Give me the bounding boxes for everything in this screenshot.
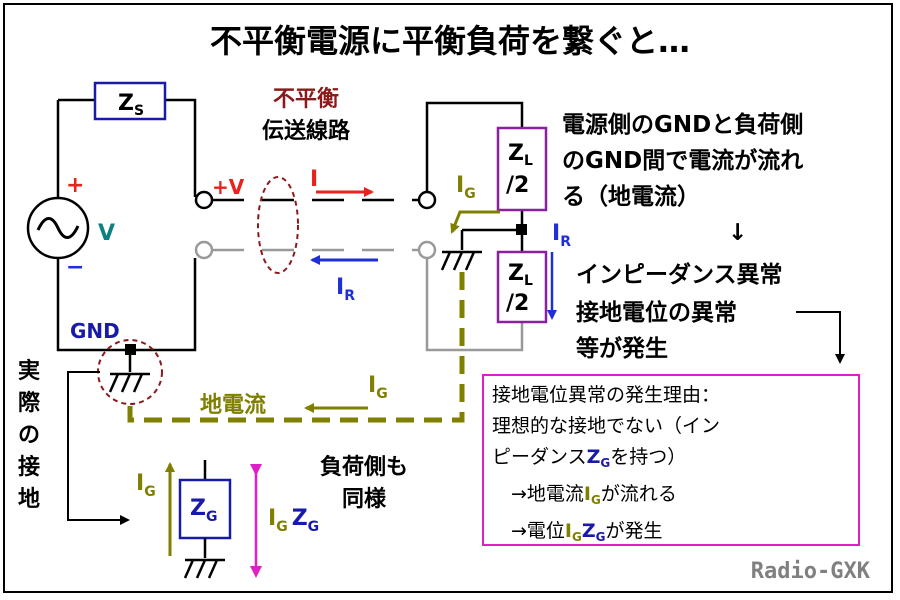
zl-bottom-half: /2	[506, 291, 529, 316]
note-line-5-text-a: →電位	[492, 520, 565, 542]
zl-top-half: /2	[506, 173, 529, 198]
page-title: 不平衡電源に平衡負荷を繋ぐと…	[210, 22, 690, 60]
explain-to-note-arrow	[796, 311, 845, 364]
zl-bottom-label: ZL	[508, 261, 533, 289]
current-i-label: I	[310, 167, 318, 192]
explain-line-1: 電源側のGNDと負荷側	[562, 111, 803, 138]
plus-v-label: +V	[212, 175, 245, 199]
explain-line-4: インピーダンス異常	[576, 261, 783, 288]
note-line-4-i: I	[583, 483, 591, 505]
explain-line-3: る（地電流）	[562, 183, 700, 210]
zs-label: ZS	[118, 91, 144, 119]
gnd-label: GND	[70, 319, 120, 343]
source-hot-terminal	[194, 190, 214, 210]
load-same-line2: 同様	[342, 486, 387, 512]
line-label-unbalanced: 不平衡	[273, 86, 339, 112]
watermark: Radio-GXK	[751, 559, 871, 584]
sine-wave-icon	[36, 217, 80, 239]
load-same-line1: 負荷側も	[320, 454, 408, 480]
load-hot-terminal	[417, 190, 437, 210]
note-line-3-z-sub: G	[600, 456, 611, 470]
note-line-3-z: Z	[586, 446, 601, 468]
explain-line-6: 等が発生	[576, 335, 668, 362]
zs-impedance-box	[93, 81, 167, 121]
zl-top-label: ZL	[508, 141, 533, 169]
note-box: 接地電位異常の発生理由： 理想的な接地でない（イン ピーダンスZGを持つ） →地…	[482, 374, 860, 546]
ground-model-ig-label: IG	[136, 471, 156, 500]
zg-impedance-box	[178, 478, 232, 540]
note-line-3-text-b: を持つ）	[610, 446, 687, 468]
explain-line-2: のGND間で電流が流れ	[562, 147, 803, 174]
source-ground-icon	[108, 350, 150, 393]
ground-current-label: 地電流	[200, 392, 266, 418]
note-line-2: 理想的な接地でない（イン	[492, 415, 721, 437]
zg-label: ZG	[190, 496, 217, 525]
note-line-5-i-sub: G	[572, 530, 582, 544]
real-ground-char-2: 際	[18, 390, 41, 416]
real-ground-char-1: 実	[18, 358, 40, 384]
note-line-5-i: I	[564, 520, 572, 542]
real-ground-char-4: 接	[18, 455, 40, 480]
note-line-3: ピーダンスZGを持つ）	[492, 442, 850, 479]
ground-current-ig-label: IG	[368, 373, 388, 402]
line-label-transmission: 伝送線路	[262, 118, 351, 144]
note-line-5-z-sub: G	[595, 530, 606, 544]
gnd-node	[125, 344, 136, 355]
explanation-block: 電源側のGNDと負荷側 のGND間で電流が流れ る（地電流） ↓ インピーダンス…	[562, 111, 803, 362]
real-ground-char-5: 地	[18, 487, 40, 512]
note-line-5-text-b: が発生	[605, 520, 663, 542]
load-ir-label: IR	[552, 221, 571, 250]
ground-current-path	[127, 272, 465, 423]
source-plus-sign: +	[66, 173, 84, 198]
load-ground-icon	[440, 228, 522, 271]
note-line-5: →電位IGZGが発生	[492, 516, 850, 553]
load-ig-arrow	[450, 210, 500, 234]
load-return-terminal	[417, 240, 437, 260]
source-minus-sign: −	[66, 255, 84, 280]
note-line-4-text-a: →地電流	[492, 483, 584, 505]
current-ir-label: IR	[336, 275, 355, 304]
note-line-1: 接地電位異常の発生理由：	[492, 384, 721, 406]
note-line-4: →地電流IGが流れる	[492, 479, 850, 516]
real-ground-label: 実 際 の 接 地	[18, 358, 41, 512]
load-ig-label: IG	[456, 173, 476, 202]
transmission-line	[212, 198, 420, 252]
ground-model	[178, 460, 232, 579]
line-cross-section-circle	[257, 176, 299, 274]
note-line-4-i-sub: G	[591, 493, 601, 507]
zl-half-bottom-box	[496, 250, 548, 324]
explain-line-5: 接地電位の異常	[576, 299, 737, 326]
note-line-5-z: Z	[581, 520, 596, 542]
note-line-3-text-a: ピーダンス	[492, 446, 587, 468]
source-return-terminal	[194, 240, 214, 260]
source-voltage-label: V	[98, 221, 115, 246]
explain-down-arrow: ↓	[728, 220, 747, 246]
note-line-4-text-b: が流れる	[600, 483, 677, 505]
real-ground-pointer	[67, 371, 130, 525]
real-ground-char-3: の	[18, 423, 40, 448]
zl-half-top-box	[496, 126, 548, 212]
